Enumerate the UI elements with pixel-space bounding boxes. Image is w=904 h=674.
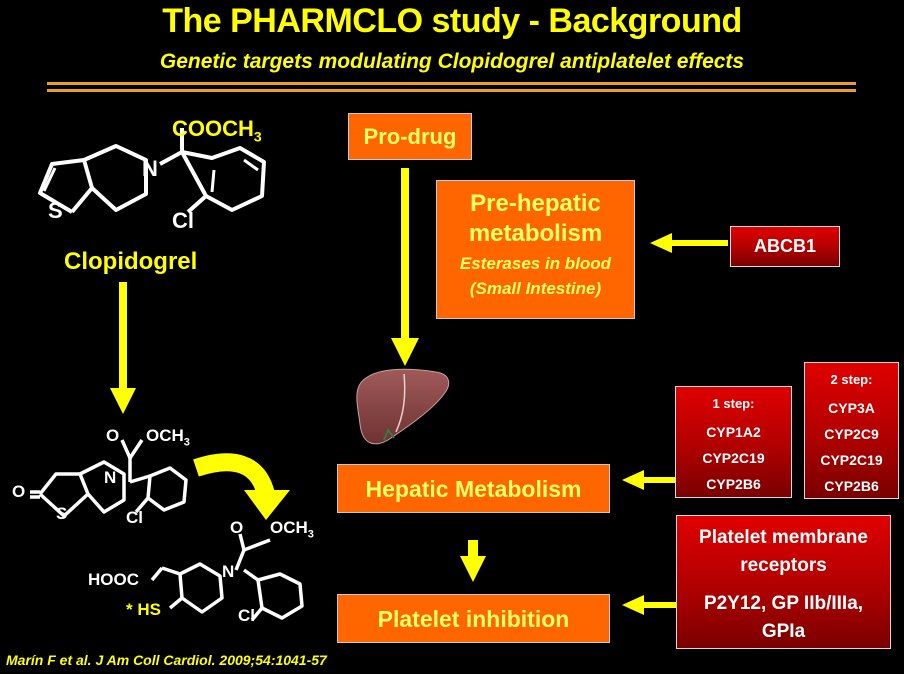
prodrug-box: Pro-drug [348,113,472,160]
cl-atom-label: Cl [172,208,194,233]
arrow-receptors-left [622,595,676,615]
slide-subtitle: Genetic targets modulating Clopidogrel a… [159,50,745,73]
step1-item: CYP2B6 [706,476,761,492]
hepatic-metabolism-box: Hepatic Metabolism [337,464,610,513]
och3-label-1: OCH3 [146,426,190,449]
cooch3-label: COOCH3 [172,116,262,145]
slide-title: The PHARMCLO study - Background [162,2,742,40]
s-atom-label: S [48,198,63,223]
arrow-clopidogrel-down [110,282,136,414]
clopidogrel-label: Clopidogrel [64,248,198,275]
o-atom-label: O [106,426,120,445]
active-metabolite-structure [150,533,304,622]
prehepatic-title: Pre-hepatic metabolism [468,190,603,247]
hooc-label: HOOC [88,570,139,589]
arrow-cyp-left [622,470,676,490]
title-rule-bottom [47,89,856,92]
prehepatic-line2: (Small Intestine) [469,279,602,298]
platelet-inhibition-box: Platelet inhibition [337,594,610,643]
oxo-o-label: O [12,482,26,501]
title-rule-top [47,82,856,85]
abcb1-label: ABCB1 [753,236,816,256]
liver-icon [356,368,450,445]
hs-label: * HS [126,600,161,619]
cyp-step1-box: 1 step: CYP1A2 CYP2C19 CYP2B6 [675,386,792,498]
step1-title: 1 step: [712,396,755,411]
och3-label-2: OCH3 [270,518,314,541]
receptors-title: Platelet membrane receptors [699,527,868,576]
prehepatic-box: Pre-hepatic metabolism Esterases in bloo… [436,180,635,319]
step2-item: CYP2C19 [820,452,883,468]
oxo-clopidogrel-structure [30,439,188,518]
active-n-label: N [222,562,235,581]
prehepatic-line1: Esterases in blood [459,254,612,273]
step1-item: CYP2C19 [702,450,765,466]
step2-item: CYP2C9 [824,426,879,442]
o-atom-label-2: O [230,518,244,537]
n-atom-label: N [142,156,158,181]
hepatic-label: Hepatic Metabolism [365,476,582,502]
arrow-prodrug-down [391,168,419,366]
citation: Marín F et al. J Am Coll Cardiol. 2009;5… [6,652,327,668]
clopidogrel-structure [38,128,266,214]
abcb1-box: ABCB1 [730,226,840,267]
receptors-items: P2Y12, GP IIb/IIIa, GPIa [703,593,864,642]
step2-item: CYP2B6 [824,478,879,494]
step2-title: 2 step: [830,372,873,387]
receptors-box: Platelet membrane receptors P2Y12, GP II… [676,515,891,649]
prodrug-label: Pro-drug [363,124,457,149]
oxo-n-label: N [104,468,117,487]
curved-arrow [193,453,290,520]
arrow-hepatic-down [460,540,486,582]
step2-item: CYP3A [828,400,875,416]
arrow-abcb1-left [650,233,728,253]
platelet-label: Platelet inhibition [377,606,570,632]
oxo-s-label: S [56,504,68,523]
step1-item: CYP1A2 [706,424,761,440]
cyp-step2-box: 2 step: CYP3A CYP2C9 CYP2C19 CYP2B6 [804,362,899,499]
active-cl-label: Cl [238,606,255,625]
oxo-cl-label: Cl [126,508,143,527]
